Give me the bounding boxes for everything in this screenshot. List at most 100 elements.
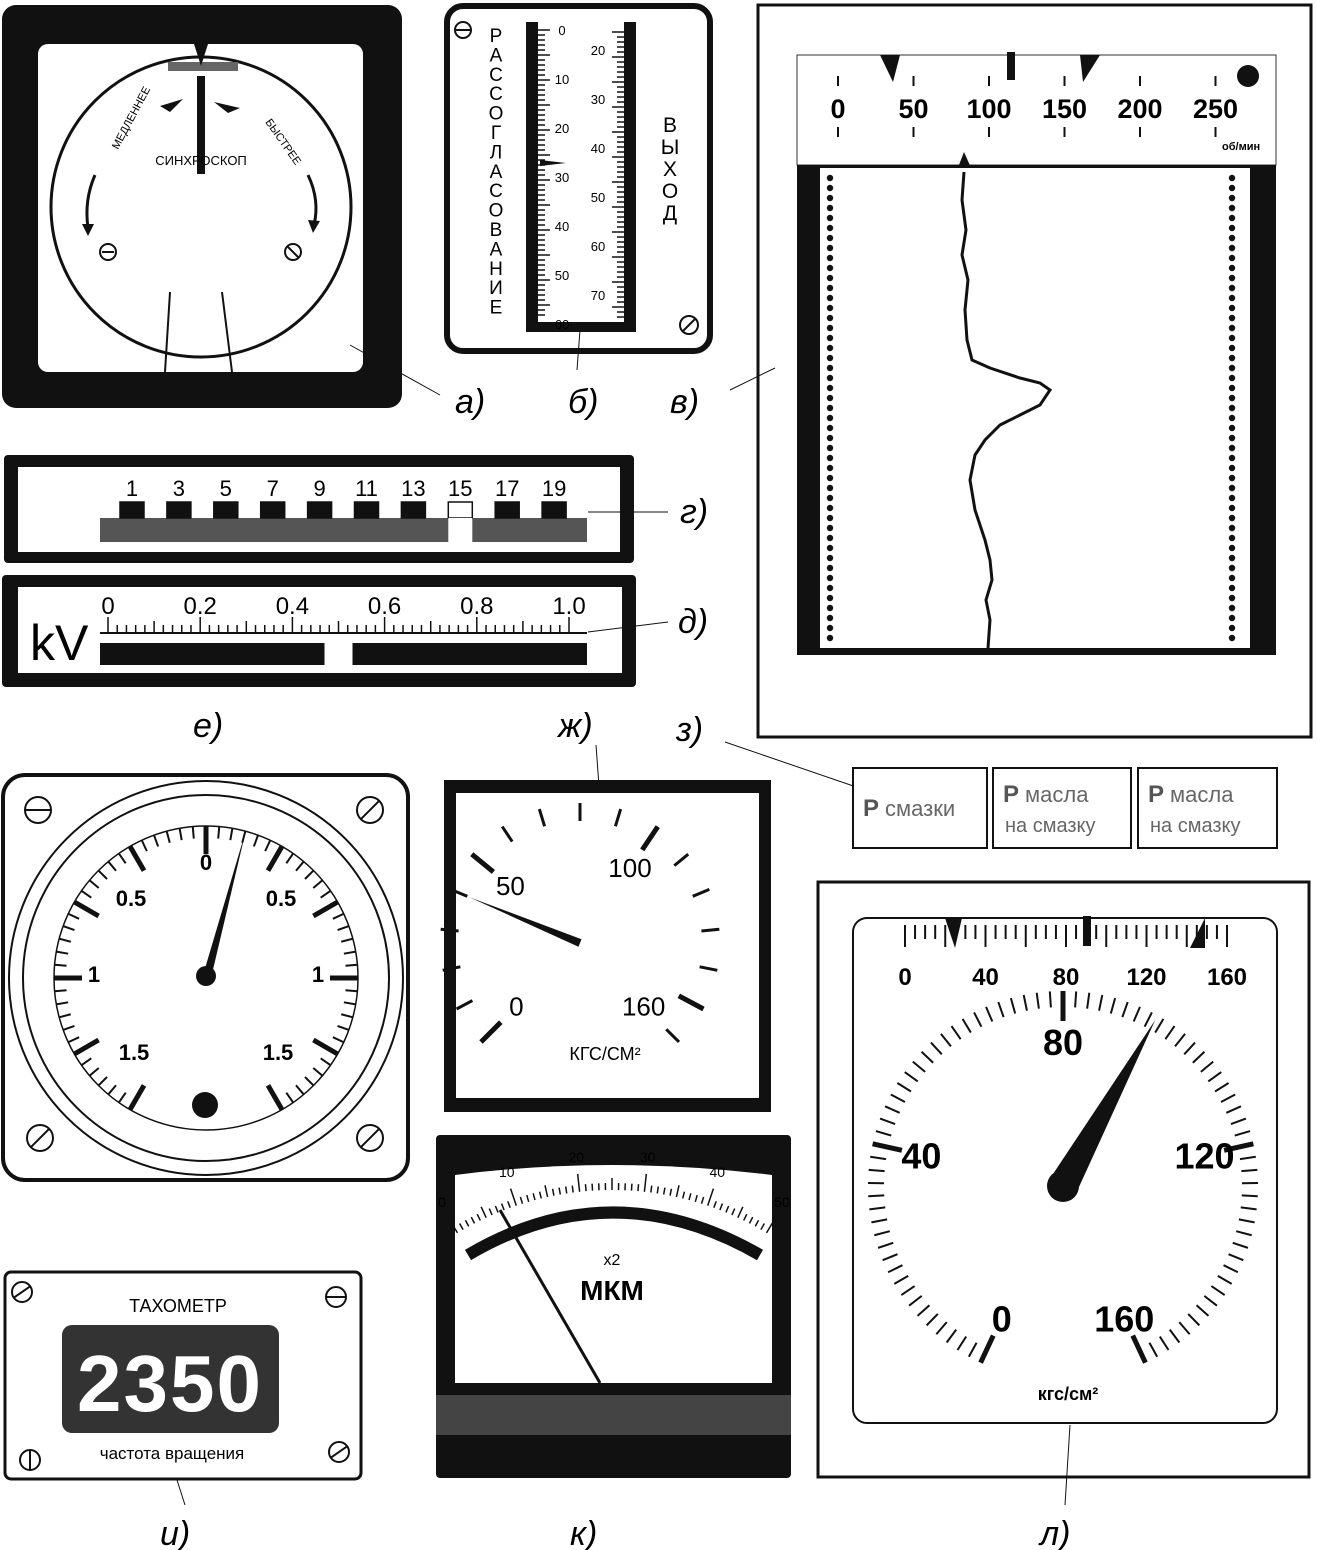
mismatch-right-tick: 50 (591, 190, 605, 205)
micrometer-tick-label: 20 (569, 1149, 585, 1165)
svg-text:Е: Е (490, 298, 503, 319)
gauge-l-top-tick-label: 120 (1126, 964, 1166, 991)
gauge-l-top-tick-label: 0 (898, 964, 911, 991)
bar-tick-label: 19 (542, 476, 566, 501)
gauge-l-top-scale: 0 40 80 120 160 (898, 964, 1247, 991)
kv-tick-label: 0.4 (276, 593, 309, 620)
dial-e-tick-label: 0.5 (116, 886, 147, 911)
gauge-l-tick-label: 40 (901, 1136, 941, 1177)
dial-e-tick-label: 0.5 (266, 886, 297, 911)
gauge-l-tick-label: 120 (1175, 1136, 1235, 1177)
dial-e-tick-label: 0 (200, 850, 212, 875)
bar-segment (494, 501, 520, 519)
kv-unit: kV (30, 615, 89, 671)
bar-tick-label: 11 (355, 476, 378, 501)
gauge-zh-unit: КГС/СМ² (569, 1044, 640, 1064)
svg-text:Г: Г (491, 123, 501, 144)
label-l: л) (1038, 1515, 1071, 1550)
mismatch-left-tick: 10 (555, 72, 569, 87)
micrometer-tick-label: 0 (438, 1194, 446, 1210)
bar-segment (213, 501, 239, 519)
micrometer-tick-label: 50 (774, 1194, 790, 1210)
svg-text:Х: Х (663, 158, 677, 181)
synchroscope: СИНХРОСКОП МЕДЛЕННЕЕ БЫСТРЕЕ (2, 5, 441, 408)
label-k: к) (570, 1515, 597, 1550)
svg-text:С: С (489, 84, 503, 105)
signal-line1: масла (1025, 782, 1089, 807)
mismatch-right-tick: 40 (591, 141, 605, 156)
bar-segment (259, 501, 286, 519)
label-g: г) (680, 493, 708, 531)
arrow-right-icon (214, 102, 240, 113)
micrometer-tick-label: 10 (499, 1164, 515, 1180)
recorder-unit: об/мин (1222, 141, 1260, 153)
bar-tick-label: 15 (448, 476, 472, 501)
synchroscope-needle (197, 76, 205, 174)
micrometer-unit: МКМ (580, 1275, 644, 1306)
bar-segment (119, 501, 145, 519)
arrow-left-icon (160, 99, 183, 112)
mismatch-left-tick: 50 (555, 268, 569, 283)
micrometer-multiplier: x2 (604, 1252, 621, 1269)
bar-segment (306, 501, 333, 519)
gauge-zh-tick-label: 0 (509, 992, 523, 1022)
signal-line2: на смазку (1150, 815, 1241, 837)
gauge-l-top-tick-label: 160 (1207, 964, 1247, 991)
recorder-tick-label: 150 (1042, 94, 1087, 124)
bar-segment (541, 501, 567, 519)
tachometer-title: ТАХОМЕТР (129, 1296, 227, 1316)
kv-tick-label: 0.8 (460, 593, 493, 620)
svg-text:В: В (490, 220, 503, 241)
bar-tick-label: 3 (173, 476, 185, 501)
signal-symbol: Р (1003, 781, 1019, 808)
label-zh: ж) (556, 707, 593, 745)
gauge-l-top-tick-label: 40 (972, 964, 999, 991)
bar-tick-label: 1 (126, 476, 138, 501)
gauge-zh-needle (469, 897, 582, 947)
mismatch-left-tick: 60 (555, 317, 569, 332)
label-v: в) (670, 383, 699, 421)
gauge-l: 0 40 80 120 160 80 40 120 0 160 кгс/см² (816, 880, 1311, 1506)
label-a: а) (455, 383, 485, 421)
gauge-l-needle (1049, 1019, 1156, 1194)
mismatch-right-tick: 70 (591, 288, 605, 303)
bar-segment (447, 501, 474, 519)
svg-text:И: И (489, 278, 503, 299)
kv-tick-label: 1.0 (552, 593, 585, 620)
bar-tick-label: 5 (220, 476, 232, 501)
gauge-l-tick-label: 0 (992, 1298, 1012, 1339)
kv-tick-label: 0 (101, 593, 114, 620)
label-d: д) (678, 603, 708, 641)
bar-tick-label: 17 (495, 476, 519, 501)
dial-e-tick-label: 1.5 (263, 1040, 294, 1065)
dial-e-tick-label: 1 (88, 962, 100, 987)
svg-text:О: О (662, 180, 678, 203)
svg-text:О: О (489, 201, 504, 222)
gauge-l-unit: кгс/см² (1038, 1384, 1099, 1404)
recorder-tick-label: 50 (898, 94, 928, 124)
mismatch-right-tick: 20 (591, 43, 605, 58)
svg-text:О: О (489, 104, 504, 125)
svg-text:В: В (663, 114, 677, 137)
dial-e-tick-label: 1.5 (119, 1040, 150, 1065)
label-z: з) (675, 711, 703, 749)
mismatch-left-tick: 40 (555, 219, 569, 234)
signal-symbol: Р (1148, 781, 1164, 808)
gauge-l-top-tick-label: 80 (1053, 964, 1080, 991)
bar-tick-label: 9 (313, 476, 325, 501)
recorder-tick-label: 250 (1193, 94, 1238, 124)
bar-segment (400, 501, 427, 519)
svg-text:Л: Л (490, 142, 502, 163)
recorder-tick-label: 0 (830, 94, 845, 124)
